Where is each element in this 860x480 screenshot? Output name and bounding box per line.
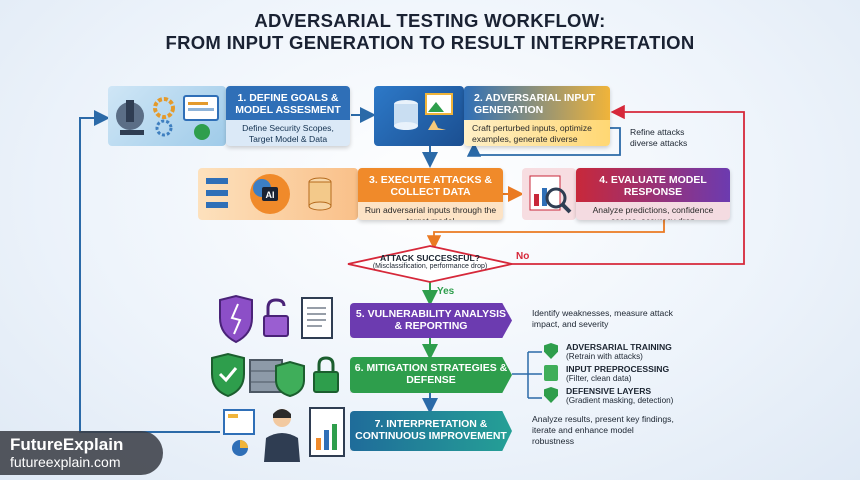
step-4-title: 4. EVALUATE MODEL RESPONSE [576,168,730,202]
decision-question: ATTACK SUCCESSFUL? [380,253,480,263]
data-generation-illustration [374,86,464,146]
step-6-title: 6. MITIGATION STRATEGIES & DEFENSE [354,362,508,386]
shield-icon [544,343,558,359]
step-6-mitigation[interactable]: 6. MITIGATION STRATEGIES & DEFENSE [350,357,512,393]
hand-cursor-icon [428,120,446,130]
step-2-desc: Craft perturbed inputs, optimize example… [472,123,592,146]
defense-title: INPUT PREPROCESSING [566,364,670,374]
title-line-2: FROM INPUT GENERATION TO RESULT INTERPRE… [165,32,695,53]
step-1-title: 1. DEFINE GOALS & MODEL ASSESMENT [226,86,350,120]
defense-title: ADVERSARIAL TRAINING [566,342,672,352]
defense-detail: (Gradient masking, detection) [566,396,674,405]
step-5-title: 5. VULNERABILITY ANALYSIS & REPORTING [355,308,507,332]
defense-icons [206,352,352,398]
step-1-define-goals[interactable]: 1. DEFINE GOALS & MODEL ASSESMENT Define… [226,86,350,146]
step-7-title: 7. INTERPRETATION & CONTINUOUS IMPROVEME… [355,418,507,442]
continuous-loop-arrow [79,110,220,433]
dashboard-screen-icon [223,409,255,435]
defense-detail: (Filter, clean data) [566,374,632,383]
defense-detail: (Retrain with attacks) [566,352,643,361]
step-7-interpretation[interactable]: 7. INTERPRETATION & CONTINUOUS IMPROVEME… [350,411,512,451]
decision-text: ATTACK SUCCESSFUL? (Misclassification, p… [370,253,490,272]
filter-icon [544,365,558,381]
ai-brain-illustration: AI [198,168,358,220]
gear-icon [153,97,175,119]
magnifier-icon [545,187,567,209]
open-padlock-icon [263,315,289,337]
arrow-step4-to-decision [426,220,665,250]
refine-attacks-note: Refine attacks diverse attacks [630,127,688,148]
ai-chip-label: AI [266,190,275,200]
presenter-illustration [222,404,352,462]
report-document-icon [301,297,333,339]
step-3-title: 3. EXECUTE ATTACKS & COLLECT DATA [358,168,503,202]
decision-yes-label: Yes [437,286,455,297]
page-title: ADVERSARIAL TESTING WORKFLOW: FROM INPUT… [0,10,860,54]
step-4-desc: Analyze predictions, confidence scores, … [592,205,714,220]
vulnerability-icons [212,294,352,344]
defense-title: DEFENSIVE LAYERS [566,386,652,396]
step-2-title: 2. ADVERSARIAL INPUT GENERATION [464,86,610,120]
step-2-adversarial-input[interactable]: 2. ADVERSARIAL INPUT GENERATION Craft pe… [464,86,610,146]
decision-detail: (Misclassification, performance drop) [372,263,488,270]
brand-logo: FutureExplain futureexplain.com [0,431,163,475]
decision-no-label: No [516,251,530,262]
shield-icon [544,387,558,403]
padlock-icon [313,371,339,393]
step-1-desc: Define Security Scopes, Target Model & D… [242,123,334,144]
title-line-1: ADVERSARIAL TESTING WORKFLOW: [254,10,606,31]
step-5-vulnerability-analysis[interactable]: 5. VULNERABILITY ANALYSIS & REPORTING [350,303,512,338]
chart-magnifier-illustration [522,168,576,220]
defense-adversarial-training: ADVERSARIAL TRAINING (Retrain with attac… [544,342,672,362]
brand-name: FutureExplain [10,435,124,454]
shield-check-icon [211,352,245,398]
step-3-execute-attacks[interactable]: 3. EXECUTE ATTACKS & COLLECT DATA Run ad… [358,168,503,220]
brand-url: futureexplain.com [10,454,121,470]
step-3-desc: Run adversarial inputs through the targe… [364,205,497,220]
no-loop-arrow [512,104,745,265]
step-5-desc: Identify weaknesses, measure attack impa… [532,308,673,329]
refine-loop-arrow [466,127,621,157]
defense-layers: DEFENSIVE LAYERS (Gradient masking, dete… [544,386,673,406]
step-7-desc: Analyze results, present key findings, i… [532,414,674,446]
microscope-gears-illustration [108,86,226,146]
step-4-evaluate-response[interactable]: 4. EVALUATE MODEL RESPONSE Analyze predi… [576,168,730,220]
defense-input-preprocessing: INPUT PREPROCESSING (Filter, clean data) [544,364,669,384]
decision-diamond [347,245,513,283]
defense-branch-lines [512,351,542,399]
